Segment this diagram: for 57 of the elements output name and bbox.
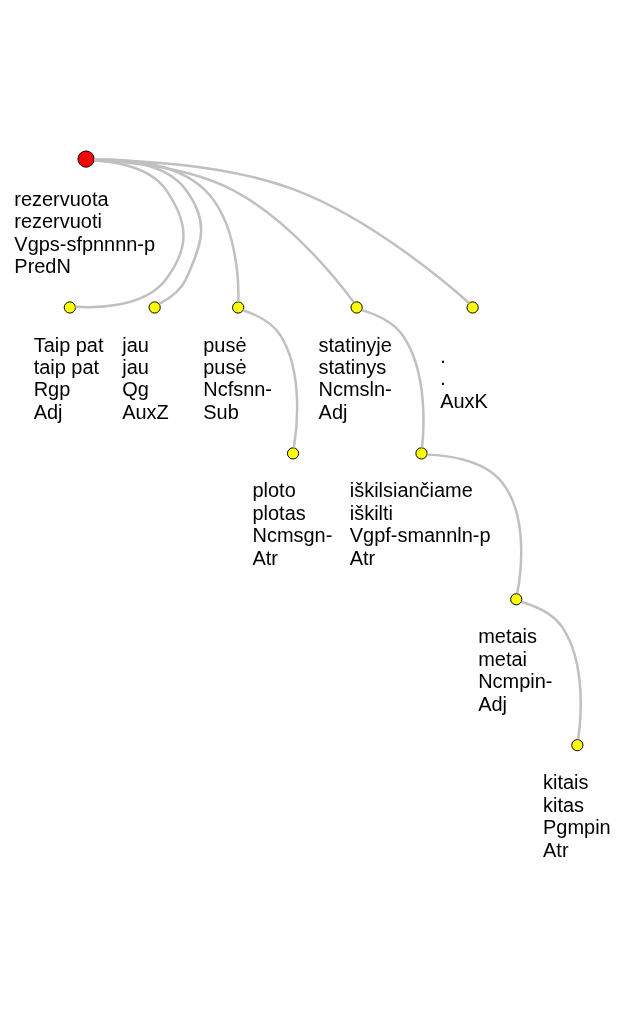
node-label: Ncmsgn- — [252, 524, 333, 547]
node-circle — [571, 739, 584, 752]
node-circle — [510, 593, 523, 606]
node-label: Adj — [318, 400, 348, 423]
node-label: Adj — [33, 400, 63, 423]
node-label: Vgpf-smannln-p — [349, 524, 491, 547]
node-label: metai — [478, 647, 527, 670]
node-label: plotas — [252, 501, 306, 524]
node-label: Ncmpin- — [478, 670, 553, 693]
node-label: taip pat — [33, 355, 100, 378]
node-circle — [63, 301, 76, 314]
node-label: Pgmpin — [543, 816, 611, 839]
connector — [94, 158, 240, 302]
node-circle — [466, 301, 479, 314]
node-label: metais — [478, 625, 537, 648]
node-circle — [148, 301, 161, 314]
node-label: Atr — [349, 546, 376, 569]
node-label: iškilsiančiame — [349, 479, 473, 502]
node-label: Taip pat — [33, 333, 104, 356]
connector — [75, 159, 185, 309]
node-label: Vgps-sfpnnnn-p — [14, 232, 156, 255]
node-label: rezervuota — [14, 187, 109, 210]
node-label: Rgp — [33, 378, 71, 401]
node-circle — [232, 301, 245, 314]
node-label: Atr — [252, 546, 279, 569]
node-circle — [286, 447, 300, 460]
node-label: pusė — [203, 333, 247, 356]
node-label: Atr — [543, 838, 569, 861]
node-label: Ncfsnn- — [203, 378, 272, 401]
connector — [94, 159, 355, 303]
node-label: jau — [122, 355, 149, 378]
connector — [521, 600, 582, 740]
node-label: Adj — [478, 692, 508, 715]
connector — [242, 309, 299, 448]
node-label: Qg — [122, 378, 149, 401]
connector — [361, 308, 425, 448]
node-label: statinyje — [318, 333, 392, 356]
node-label: kitais — [543, 771, 589, 794]
node-label: . — [440, 367, 446, 390]
node-label: rezervuoti — [14, 210, 102, 233]
connector — [427, 453, 523, 594]
node-label: iškilti — [349, 501, 393, 524]
node-label: Sub — [203, 400, 239, 423]
node-circle — [77, 150, 95, 168]
node-label: jau — [122, 333, 149, 356]
node-label: AuxK — [440, 389, 488, 412]
node-label: pusė — [203, 355, 247, 378]
node-label: PredN — [14, 254, 71, 277]
node-circle — [415, 447, 428, 460]
node-label: ploto — [252, 479, 296, 502]
node-label: kitas — [543, 793, 585, 816]
node-circle — [350, 301, 363, 314]
node-label: AuxZ — [122, 400, 169, 423]
node-label: . — [440, 344, 446, 367]
node-label: Ncmsln- — [318, 378, 392, 401]
connector — [94, 159, 470, 304]
node-label: statinys — [318, 355, 387, 378]
